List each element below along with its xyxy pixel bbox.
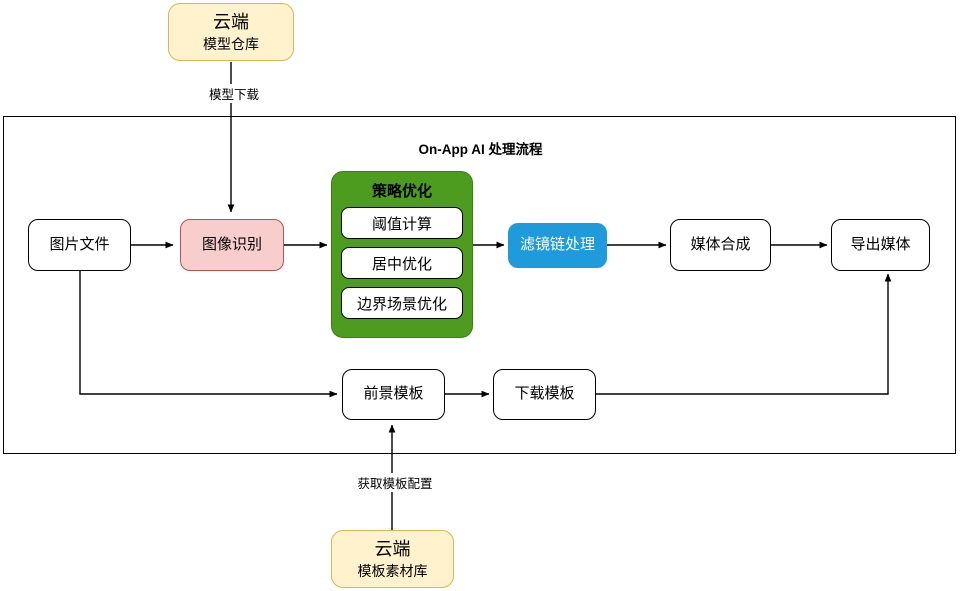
group-title: 策略优化: [371, 183, 432, 200]
onapp-pipeline-container: [3, 116, 956, 454]
cloud-subtitle: 模板素材库: [357, 563, 428, 579]
node-download-template[interactable]: 下载模板: [493, 369, 596, 420]
edge-label-fetch-template-config: 获取模板配置: [327, 473, 463, 492]
node-label: 图像识别: [201, 235, 262, 253]
node-label: 图片文件: [49, 235, 110, 253]
node-cloud-model-repository[interactable]: 云端 模型仓库: [168, 3, 294, 61]
edge-label-model-download: 模型下载: [166, 84, 302, 103]
node-foreground-template[interactable]: 前景模板: [342, 369, 445, 420]
node-image-file[interactable]: 图片文件: [28, 219, 131, 271]
node-center-optimization[interactable]: 居中优化: [341, 247, 463, 279]
node-image-recognition[interactable]: 图像识别: [180, 219, 284, 271]
node-label: 阈值计算: [371, 215, 432, 233]
node-label: 前景模板: [363, 385, 424, 403]
cloud-title: 云端: [213, 11, 249, 32]
node-label: 媒体合成: [690, 235, 751, 253]
node-filter-chain-processing[interactable]: 滤镜链处理: [508, 223, 607, 268]
node-label: 居中优化: [371, 255, 432, 273]
node-media-composition[interactable]: 媒体合成: [670, 219, 771, 271]
node-strategy-optimization-group[interactable]: 策略优化 阈值计算 居中优化 边界场景优化: [331, 171, 473, 338]
node-label: 导出媒体: [850, 235, 911, 253]
page-title: On-App AI 处理流程: [418, 142, 543, 157]
node-label: 滤镜链处理: [519, 236, 595, 254]
node-media-export[interactable]: 导出媒体: [831, 219, 930, 271]
node-threshold-calculation[interactable]: 阈值计算: [341, 207, 463, 239]
node-label: 下载模板: [514, 385, 575, 403]
cloud-subtitle: 模型仓库: [203, 36, 259, 52]
node-edge-case-optimization[interactable]: 边界场景优化: [341, 287, 463, 319]
node-cloud-template-library[interactable]: 云端 模板素材库: [331, 530, 454, 588]
cloud-title: 云端: [374, 538, 411, 559]
node-label: 边界场景优化: [356, 295, 447, 313]
